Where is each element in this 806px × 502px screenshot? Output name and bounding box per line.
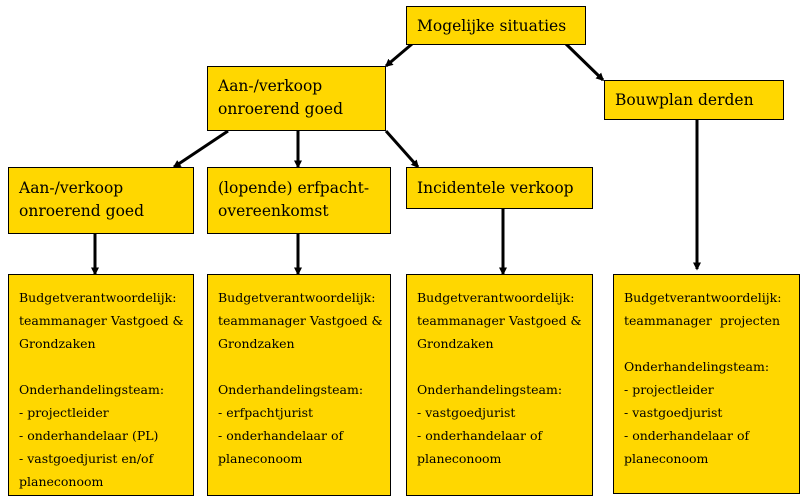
detail-2-team-label: Onderhandelingsteam: <box>218 382 364 397</box>
detail-4-budget-label: Budgetverantwoordelijk: <box>624 290 782 305</box>
detail-1-team-member: - vastgoedjurist en/of <box>19 451 154 466</box>
detail-3-budget-line: teammanager Vastgoed & <box>417 313 582 328</box>
l2-box-incidentele-verkoop: Incidentele verkoop <box>406 167 593 209</box>
detail-1-team-member: planeconoom <box>19 474 104 489</box>
detail-2-budget-line: Grondzaken <box>218 336 295 351</box>
l2-1-line-1: Aan-/verkoop <box>19 179 124 197</box>
detail-box-2: Budgetverantwoordelijk: teammanager Vast… <box>207 274 391 496</box>
detail-2-budget-line: teammanager Vastgoed & <box>218 313 383 328</box>
detail-3-team-member: - vastgoedjurist <box>417 405 516 420</box>
l2-box-aan-verkoop: Aan-/verkoop onroerend goed <box>8 167 194 234</box>
detail-3-budget-label: Budgetverantwoordelijk: <box>417 290 575 305</box>
detail-2-budget-label: Budgetverantwoordelijk: <box>218 290 376 305</box>
detail-1-budget-label: Budgetverantwoordelijk: <box>19 290 177 305</box>
detail-2-team-member: planeconoom <box>218 451 303 466</box>
detail-4-team-member: - vastgoedjurist <box>624 405 723 420</box>
aan-verkoop-line-2: onroerend goed <box>218 100 343 118</box>
root-label: Mogelijke situaties <box>417 17 567 35</box>
bouwplan-label: Bouwplan derden <box>615 91 754 109</box>
arrow-aanverkoop-to-l2-3 <box>384 130 420 169</box>
detail-1-team-label: Onderhandelingsteam: <box>19 382 165 397</box>
arrow-root-to-aanverkoop <box>384 42 413 68</box>
detail-1-team-member: - onderhandelaar (PL) <box>19 428 159 443</box>
detail-4-budget-line: teammanager projecten <box>624 313 781 328</box>
detail-4-team-label: Onderhandelingsteam: <box>624 359 770 374</box>
l2-box-erfpacht: (lopende) erfpacht- overeenkomst <box>207 167 391 234</box>
aan-verkoop-line-1: Aan-/verkoop <box>218 77 323 95</box>
arrow-root-to-bouwplan <box>564 42 605 82</box>
detail-3-team-label: Onderhandelingsteam: <box>417 382 563 397</box>
bouwplan-box: Bouwplan derden <box>604 80 784 120</box>
detail-4-team-member: - onderhandelaar of <box>624 428 750 443</box>
detail-2-team-member: - erfpachtjurist <box>218 405 314 420</box>
l2-2-line-2: overeenkomst <box>218 202 329 220</box>
detail-2-team-member: - onderhandelaar of <box>218 428 344 443</box>
l2-3-line-1: Incidentele verkoop <box>417 179 574 197</box>
root-box: Mogelijke situaties <box>406 6 586 45</box>
detail-3-team-member: - onderhandelaar of <box>417 428 543 443</box>
detail-box-3: Budgetverantwoordelijk: teammanager Vast… <box>406 274 593 496</box>
aan-verkoop-box: Aan-/verkoop onroerend goed <box>207 66 386 131</box>
l2-1-line-2: onroerend goed <box>19 202 144 220</box>
detail-3-budget-line: Grondzaken <box>417 336 494 351</box>
detail-3-team-member: planeconoom <box>417 451 502 466</box>
detail-1-budget-line: teammanager Vastgoed & <box>19 313 184 328</box>
detail-4-team-member: - projectleider <box>624 382 714 397</box>
detail-1-budget-line: Grondzaken <box>19 336 96 351</box>
detail-box-4: Budgetverantwoordelijk: teammanager proj… <box>613 274 800 494</box>
detail-1-team-member: - projectleider <box>19 405 109 420</box>
l2-2-line-1: (lopende) erfpacht- <box>218 179 370 197</box>
detail-box-1: Budgetverantwoordelijk: teammanager Vast… <box>8 274 194 496</box>
detail-4-team-member: planeconoom <box>624 451 709 466</box>
arrow-aanverkoop-to-l2-1 <box>172 129 229 169</box>
